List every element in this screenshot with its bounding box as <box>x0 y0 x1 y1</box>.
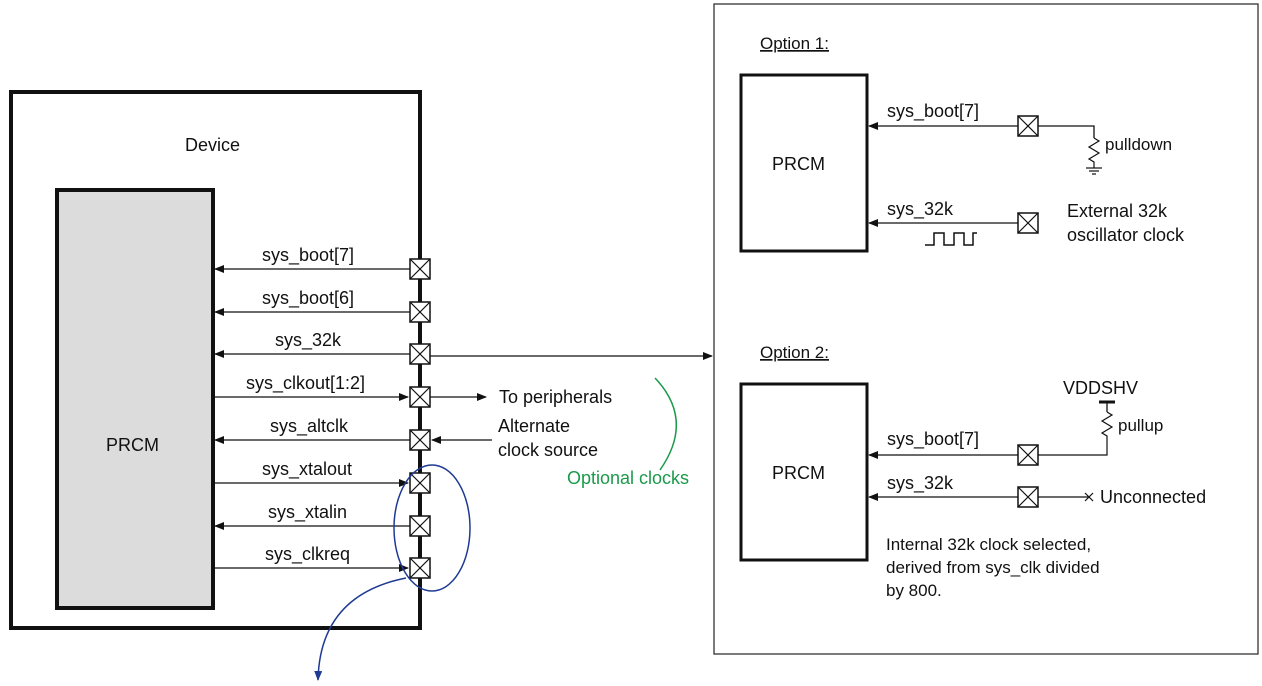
device-prcm-label: PRCM <box>106 435 159 455</box>
option2-clk-label: sys_32k <box>887 473 954 494</box>
option1-title: Option 1: <box>760 34 829 53</box>
external-label-line2: oscillator clock <box>1067 225 1185 245</box>
pad-sys-clkout <box>409 386 431 408</box>
option2-boot-label: sys_boot[7] <box>887 429 979 450</box>
vddshv-label: VDDSHV <box>1063 378 1138 398</box>
option1-boot-label: sys_boot[7] <box>887 101 979 122</box>
pad-sys-clkreq <box>409 557 431 579</box>
label-sys-clkreq: sys_clkreq <box>265 544 350 565</box>
pad-sys-32k <box>409 343 431 365</box>
to-peripherals-label: To peripherals <box>499 387 612 407</box>
pulldown-resistor-icon <box>1087 137 1101 168</box>
pullup-resistor-icon <box>1038 411 1114 456</box>
label-sys-32k: sys_32k <box>275 330 342 351</box>
label-sys-boot7: sys_boot[7] <box>262 245 354 266</box>
label-sys-boot6: sys_boot[6] <box>262 288 354 309</box>
option2-note-line3: by 800. <box>886 581 942 600</box>
external-label-line1: External 32k <box>1067 201 1168 221</box>
optional-clocks-label: Optional clocks <box>567 468 689 488</box>
pad-sys-xtalin <box>409 515 431 537</box>
option2-prcm-label: PRCM <box>772 463 825 483</box>
option1-pulldown-wire <box>1038 125 1095 138</box>
pad-sys-xtalout <box>409 472 431 494</box>
unconnected-label: Unconnected <box>1100 487 1206 507</box>
label-sys-xtalout: sys_xtalout <box>262 459 352 480</box>
ground-icon <box>1086 167 1102 175</box>
label-sys-clkout: sys_clkout[1:2] <box>246 373 365 394</box>
option2-prcm-block <box>739 382 869 562</box>
pad-sys-boot6 <box>409 301 431 323</box>
option1-prcm-block <box>739 73 869 253</box>
device-prcm-block <box>55 188 215 610</box>
option2-boot-pad <box>1017 444 1039 466</box>
option2-note-line1: Internal 32k clock selected, <box>886 535 1091 554</box>
pad-sys-altclk <box>409 429 431 451</box>
label-sys-altclk: sys_altclk <box>270 416 349 437</box>
label-sys-xtalin: sys_xtalin <box>268 502 347 523</box>
unconnected-x-icon <box>1084 492 1094 502</box>
option1-boot-pad <box>1017 115 1039 137</box>
optional-clocks-brace <box>654 377 678 471</box>
option2-title: Option 2: <box>760 343 829 362</box>
option2-clk-pad <box>1017 486 1039 508</box>
alternate-label-line1: Alternate <box>498 416 570 436</box>
device-title: Device <box>185 135 240 155</box>
pulldown-label: pulldown <box>1105 135 1172 154</box>
pad-sys-boot7 <box>409 258 431 280</box>
option1-prcm-label: PRCM <box>772 154 825 174</box>
pullup-label: pullup <box>1118 416 1163 435</box>
option1-clk-pad <box>1017 212 1039 234</box>
clock-waveform-icon <box>925 232 977 246</box>
xtal-pads-highlight <box>393 464 471 592</box>
alternate-label-line2: clock source <box>498 440 598 460</box>
option2-note-line2: derived from sys_clk divided <box>886 558 1100 577</box>
highlight-pointer-arrow <box>314 577 407 681</box>
option1-clk-label: sys_32k <box>887 199 954 220</box>
